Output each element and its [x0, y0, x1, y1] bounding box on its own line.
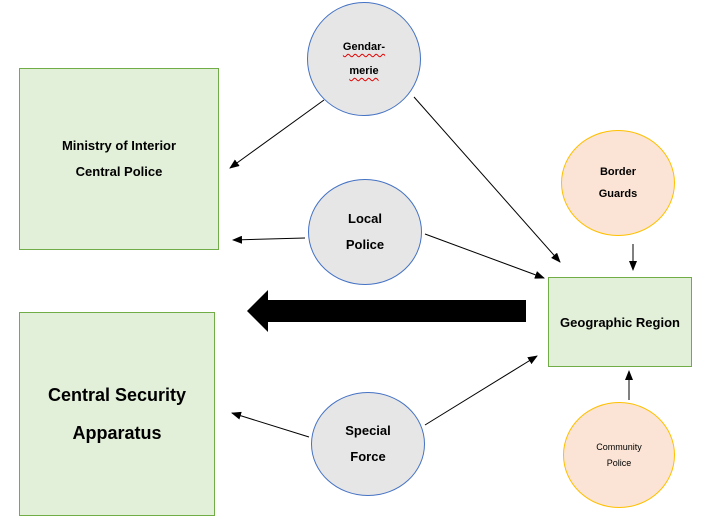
border-guards-label-line1: Border [599, 166, 637, 178]
gendarmerie-label-line1: Gendar- [342, 41, 386, 53]
special-force-label-line1: Special [345, 423, 391, 438]
special-force-circle: Special Force [311, 392, 425, 496]
arrow-special-force-to-geographic-region [424, 355, 538, 426]
special-force-label-line2: Force [350, 449, 386, 464]
gendarmerie-label-line2: merie [349, 65, 379, 77]
arrow-gendarmerie-to-geographic-region [413, 96, 561, 263]
gendarmerie-circle: Gendar- merie [307, 2, 421, 116]
geographic-region-box: Geographic Region [548, 277, 692, 367]
ministry-label-line2: Central Police [75, 164, 163, 179]
local-police-circle: Local Police [308, 179, 422, 285]
community-police-label-line2: Police [606, 458, 632, 468]
arrow-special-force-to-central-security [231, 411, 310, 438]
arrow-local-police-to-ministry [232, 235, 306, 244]
thick-arrow-geographic-region-to-central-security [247, 290, 526, 332]
ministry-of-interior-box: Ministry of Interior Central Police [19, 68, 219, 250]
community-police-circle: Community Police [563, 402, 675, 508]
border-guards-circle: Border Guards [561, 130, 675, 236]
local-police-label-line2: Police [345, 237, 385, 252]
geographic-region-label: Geographic Region [560, 314, 680, 330]
local-police-label-line1: Local [348, 211, 382, 226]
border-guards-label-line2: Guards [598, 188, 638, 200]
central-security-label-line1: Central Security [47, 385, 187, 405]
central-security-label-line2: Apparatus [72, 423, 162, 443]
ministry-label-line1: Ministry of Interior [61, 138, 177, 153]
arrow-gendarmerie-to-ministry [229, 99, 325, 169]
central-security-apparatus-box: Central Security Apparatus [19, 312, 215, 516]
arrow-local-police-to-geographic-region [424, 233, 545, 279]
community-police-label-line1: Community [596, 442, 642, 452]
